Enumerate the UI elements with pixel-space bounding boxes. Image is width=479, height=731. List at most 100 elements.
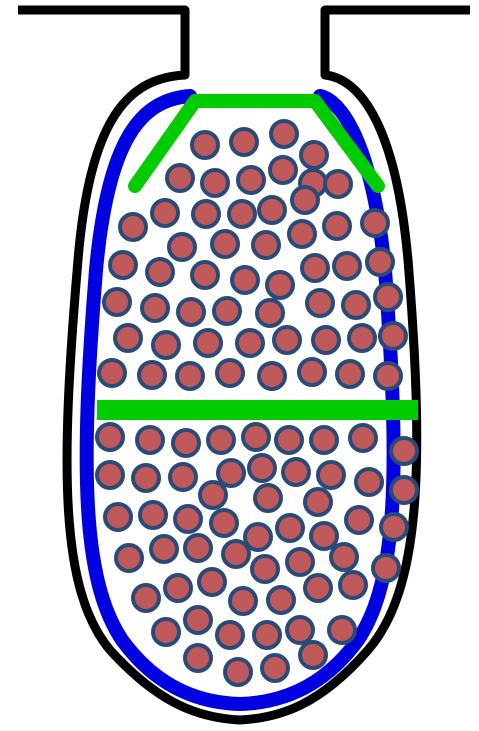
particle xyxy=(331,544,357,570)
particle xyxy=(267,272,293,298)
particle xyxy=(139,362,165,388)
particle xyxy=(192,132,218,158)
particle xyxy=(230,588,256,614)
particle xyxy=(318,462,344,488)
particle xyxy=(151,536,177,562)
particle xyxy=(349,325,375,351)
particle xyxy=(391,477,417,503)
particle xyxy=(252,556,278,582)
particle xyxy=(373,555,399,581)
particle xyxy=(110,252,136,278)
particle xyxy=(292,187,318,213)
particle xyxy=(133,585,159,611)
particle xyxy=(177,363,203,389)
particle xyxy=(238,167,264,193)
particle xyxy=(147,259,173,285)
particle xyxy=(153,332,179,358)
particle xyxy=(97,424,123,450)
particle xyxy=(276,427,302,453)
particle xyxy=(254,622,280,648)
particle xyxy=(137,427,163,453)
particle xyxy=(249,455,275,481)
particle xyxy=(329,617,355,643)
particle xyxy=(243,424,269,450)
particle xyxy=(237,330,263,356)
particle xyxy=(375,363,401,389)
particle xyxy=(152,200,178,226)
particle xyxy=(225,659,251,685)
particle xyxy=(367,249,393,275)
particle xyxy=(133,465,159,491)
particle xyxy=(185,535,211,561)
particle xyxy=(391,438,417,464)
particle xyxy=(104,289,130,315)
particle xyxy=(185,645,211,671)
particle xyxy=(381,514,407,540)
particle xyxy=(277,515,303,541)
particle xyxy=(340,572,366,598)
particle xyxy=(175,506,201,532)
particle xyxy=(192,262,218,288)
particle xyxy=(218,460,244,486)
particle xyxy=(217,360,243,386)
particle xyxy=(375,284,401,310)
particle xyxy=(301,142,327,168)
particle xyxy=(350,425,376,451)
particle xyxy=(200,482,226,508)
particle xyxy=(259,197,285,223)
particle xyxy=(142,295,168,321)
particle xyxy=(343,292,369,318)
particle xyxy=(229,201,255,227)
particle xyxy=(324,213,350,239)
particle xyxy=(305,489,331,515)
particle xyxy=(334,253,360,279)
particle xyxy=(116,545,142,571)
particle xyxy=(170,464,196,490)
particle xyxy=(307,290,333,316)
particle xyxy=(274,327,300,353)
particle xyxy=(356,469,382,495)
particle xyxy=(311,427,337,453)
particle xyxy=(99,360,125,386)
particle xyxy=(120,214,146,240)
particle xyxy=(223,541,249,567)
particle xyxy=(287,617,313,643)
particle xyxy=(232,267,258,293)
particle xyxy=(259,363,285,389)
particle xyxy=(214,298,240,324)
particle xyxy=(231,129,257,155)
particle xyxy=(178,299,204,325)
particle xyxy=(193,201,219,227)
particle xyxy=(305,575,331,601)
particle xyxy=(115,325,141,351)
particle xyxy=(169,234,195,260)
particle xyxy=(255,485,281,511)
particle xyxy=(337,361,363,387)
particle xyxy=(268,587,294,613)
particle xyxy=(346,507,372,533)
particle xyxy=(380,323,406,349)
particle xyxy=(199,569,225,595)
particle xyxy=(311,523,337,549)
particle xyxy=(165,575,191,601)
particle xyxy=(173,430,199,456)
middle-separator xyxy=(97,400,418,420)
particle xyxy=(262,655,288,681)
particle xyxy=(302,255,328,281)
particle xyxy=(208,427,234,453)
particle xyxy=(300,642,326,668)
particle xyxy=(270,157,296,183)
particle xyxy=(167,165,193,191)
particle xyxy=(97,462,123,488)
particle xyxy=(153,619,179,645)
particle xyxy=(195,330,221,356)
particle xyxy=(217,622,243,648)
particle xyxy=(362,210,388,236)
particle xyxy=(313,327,339,353)
particle xyxy=(287,549,313,575)
particle xyxy=(271,121,297,147)
particle xyxy=(289,221,315,247)
particle xyxy=(105,504,131,530)
particle xyxy=(212,231,238,257)
